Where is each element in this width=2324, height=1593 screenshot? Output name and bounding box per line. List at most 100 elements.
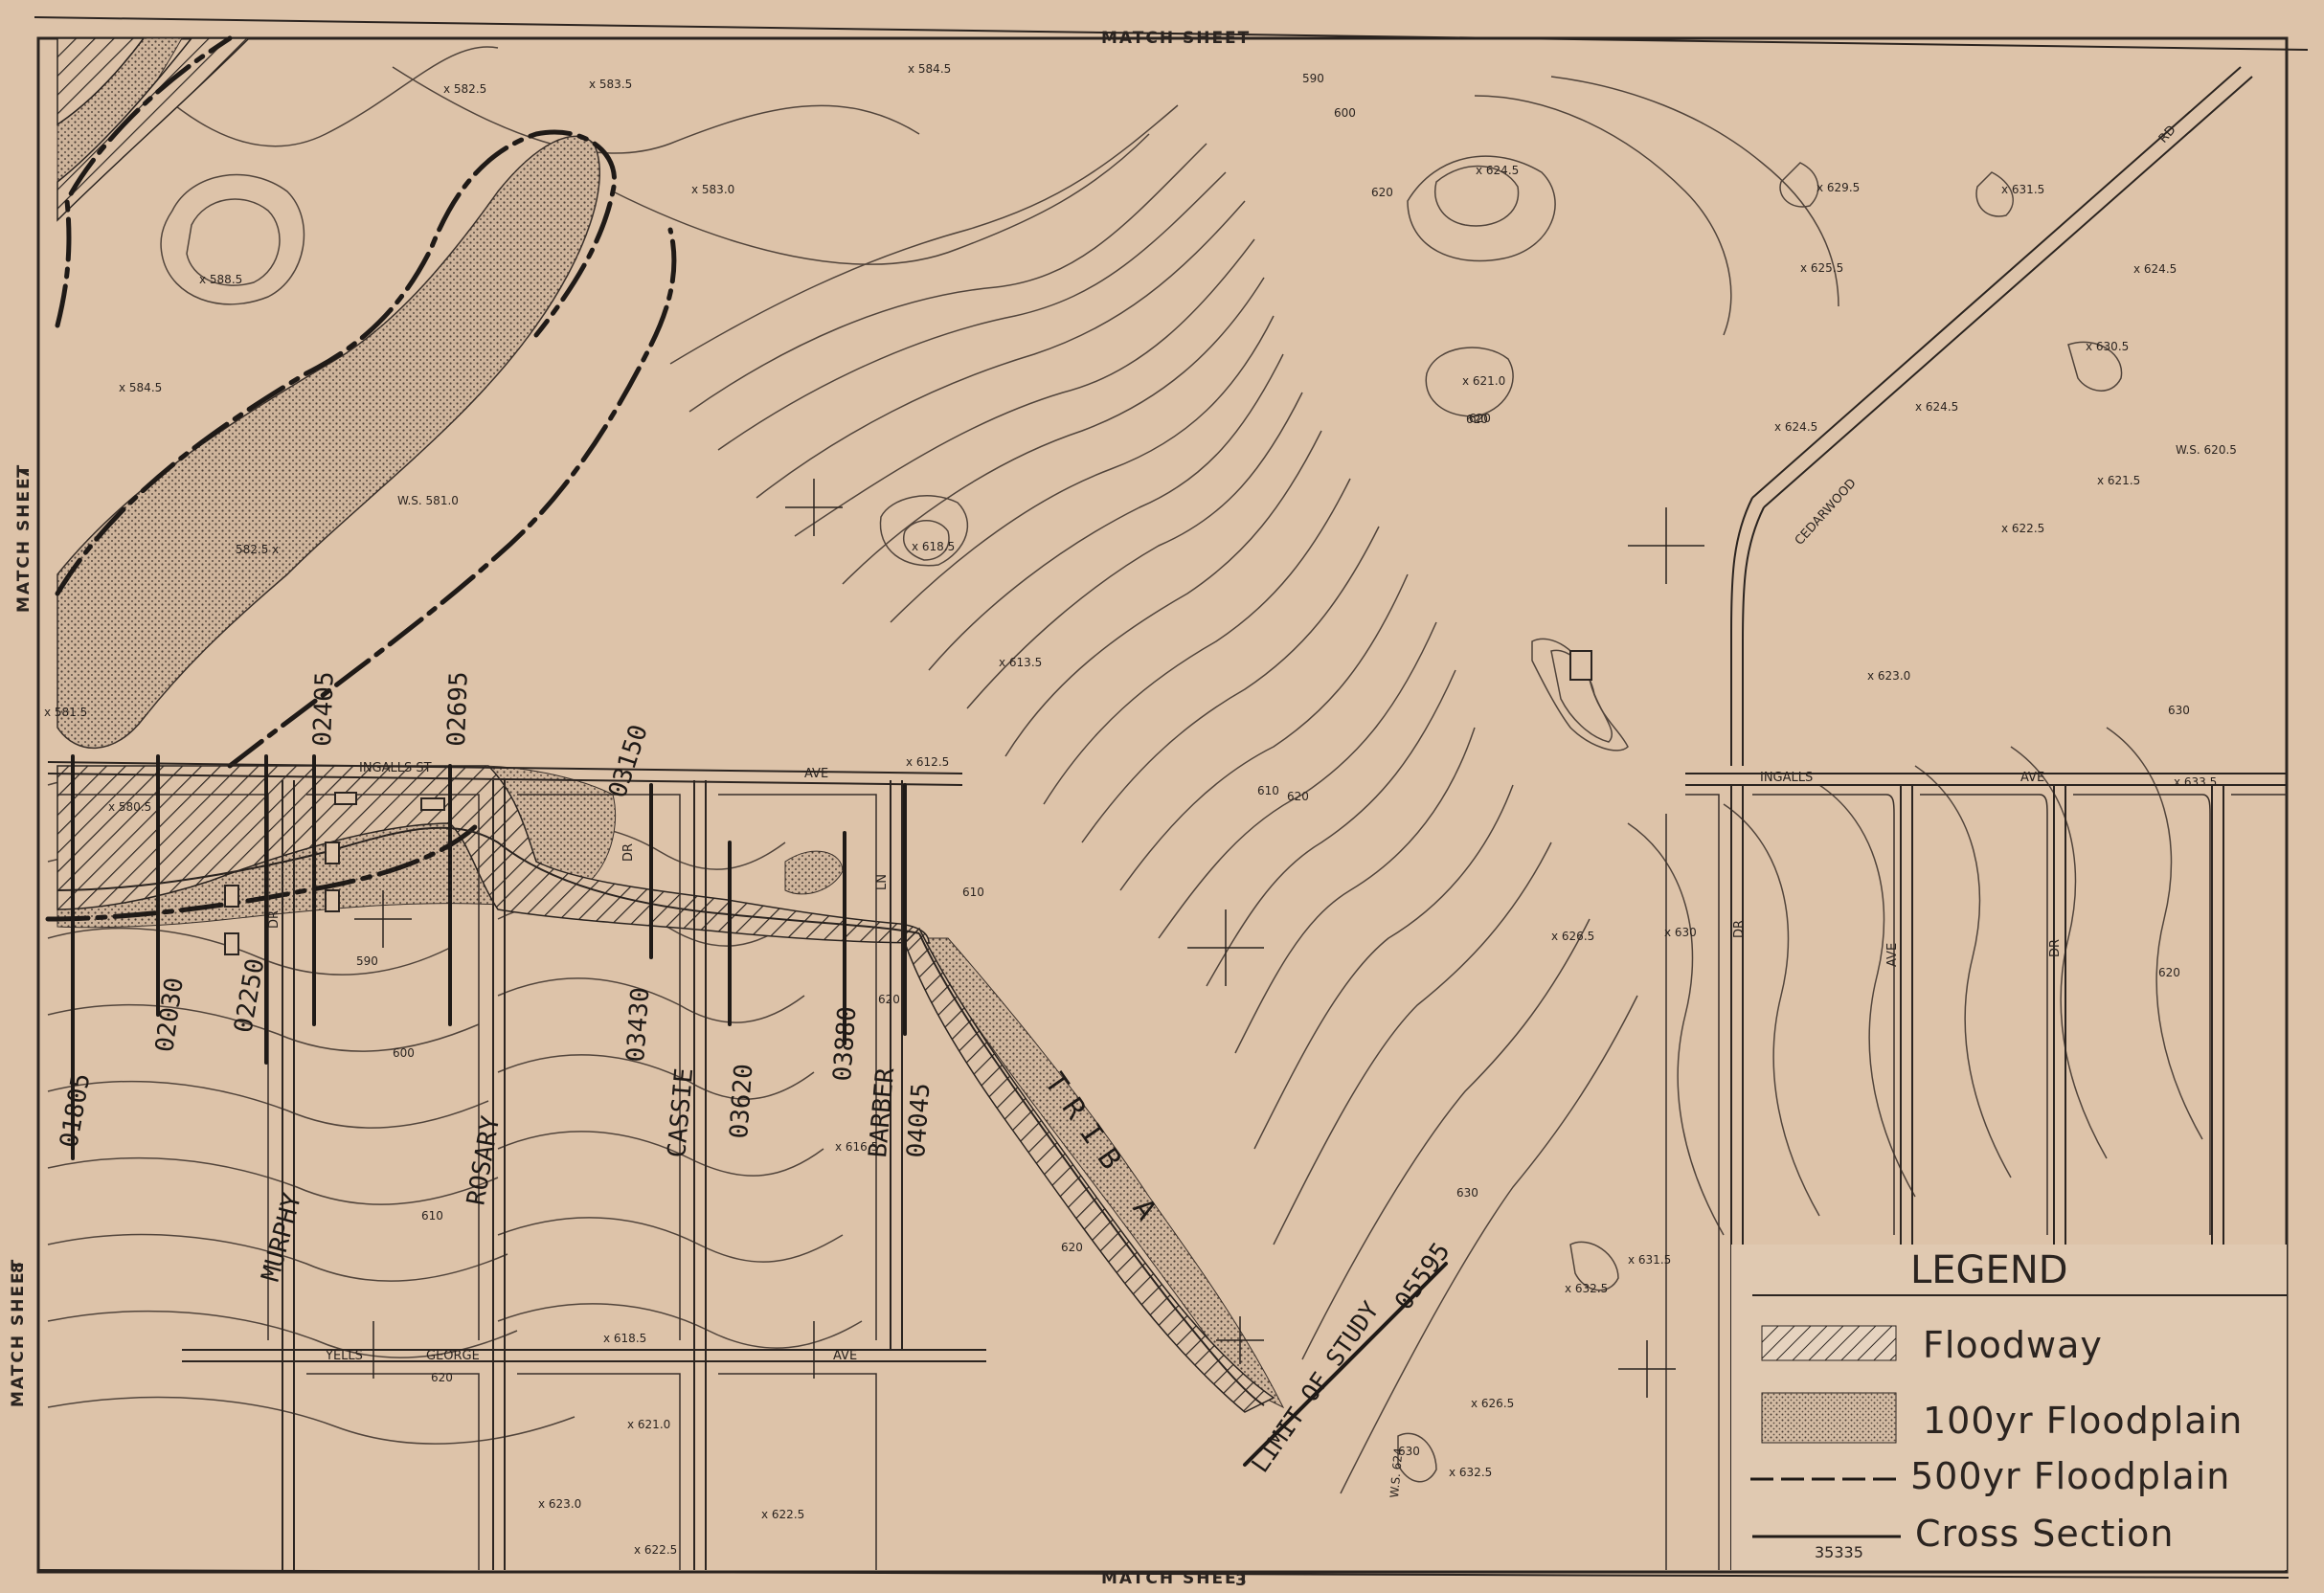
spot-elevation: x 630 (1664, 926, 1697, 939)
street-dr-east: DR (1732, 920, 1747, 938)
contour-label: 590 (356, 954, 378, 968)
contour-label: 630 (1456, 1186, 1478, 1200)
match-sheet-left-lower-number: 8 (9, 1260, 28, 1273)
spot-elevation: x 633.5 (2174, 775, 2217, 789)
contour-label: 600 (393, 1046, 415, 1060)
road-network (47, 66, 2287, 1570)
spot-elevation: x 581.5 (44, 706, 87, 719)
spot-elevation: x 580.5 (108, 800, 151, 814)
contour-label: 620 (1469, 412, 1491, 425)
legend-floodway-label: Floodway (1923, 1324, 2103, 1366)
street-ave-3: AVE (833, 1349, 857, 1363)
stream-lines (56, 826, 1265, 1406)
spot-elevation: x 621.0 (627, 1418, 670, 1431)
spot-elevation: x 582.5 (443, 82, 486, 96)
legend: LEGEND Floodway 100yr Floodplain 500yr F… (1731, 1245, 2287, 1570)
legend-title: LEGEND (1910, 1248, 2068, 1292)
spot-elevation: x 624.5 (2133, 262, 2177, 276)
contour-label: 600 (1334, 106, 1356, 120)
spot-elevation: x 584.5 (908, 62, 951, 76)
floodplain-500yr (45, 35, 677, 922)
spot-elevation: 582.5 x (236, 543, 279, 556)
spot-elevation: x 624.5 (1774, 420, 1817, 434)
street-ingalls-st: INGALLS ST (359, 761, 432, 775)
spot-elevation: x 632.5 (1565, 1282, 1608, 1295)
contour-lines (47, 37, 2203, 1494)
spot-elevation: x 613.5 (999, 656, 1042, 669)
street-dr-1: DR (267, 910, 282, 929)
cross-section-label: 04045 (902, 1082, 936, 1158)
legend-500yr-label: 500yr Floodplain (1910, 1455, 2230, 1497)
water-surface-label: W.S. 581.0 (397, 494, 459, 507)
legend-100yr-label: 100yr Floodplain (1923, 1400, 2243, 1442)
cross-section-label: 02405 (308, 671, 340, 747)
spot-elevation: x 583.5 (589, 78, 632, 91)
spot-elevation: x 612.5 (906, 755, 949, 769)
street-ave-east: AVE (1885, 943, 1900, 967)
spot-elevation: x 632.5 (1449, 1466, 1492, 1479)
grid-ticks (345, 479, 1704, 1398)
water-surface-label: W.S. 624 (1388, 1447, 1406, 1498)
spot-elevation: x 621.0 (1462, 374, 1505, 388)
spot-elevation: x 618.5 (603, 1332, 646, 1345)
legend-cross-section-sample: 35335 (1815, 1543, 1863, 1561)
spot-elevation: x 626.5 (1471, 1397, 1514, 1410)
spot-elevation: x 629.5 (1816, 181, 1860, 194)
cross-section-label: 03430 (621, 986, 655, 1063)
contour-label: 620 (1287, 790, 1309, 803)
match-sheet-left-upper-number: 7 (14, 465, 34, 479)
street-ln: LN (875, 874, 890, 890)
contour-label: 620 (1371, 186, 1393, 199)
contour-label: 620 (878, 993, 900, 1006)
spot-elevation: x 588.5 (199, 273, 242, 286)
spot-elevation: x 618.5 (912, 540, 955, 553)
contour-label: 620 (431, 1371, 453, 1384)
contour-label: 620 (2158, 966, 2180, 979)
street-george: GEORGE (426, 1349, 480, 1363)
water-surface-labels: W.S. 581.0 W.S. 624 W.S. 620.5 (397, 443, 2237, 1498)
spot-elevation: x 622.5 (634, 1543, 677, 1557)
cross-section-label: 03620 (725, 1063, 758, 1139)
spot-elevation: x 624.5 (1476, 164, 1519, 177)
cross-section-lines (71, 754, 1448, 1467)
spot-elevation: x 631.5 (1628, 1253, 1671, 1267)
contour-label: 610 (1257, 784, 1279, 797)
contour-label: 620 (1466, 413, 1488, 426)
spot-elevation: x 584.5 (119, 381, 162, 394)
street-dr-2: DR (621, 843, 636, 862)
spot-elevation: x 583.0 (691, 183, 734, 196)
spot-elevation: x 631.5 (2001, 183, 2044, 196)
buildings (224, 650, 1592, 955)
legend-floodway-swatch (1761, 1325, 1897, 1361)
spot-elevation: x 630.5 (2086, 340, 2129, 353)
water-surface-label: W.S. 620.5 (2176, 443, 2237, 457)
match-sheet-top: MATCH SHEET (1101, 29, 1251, 48)
contour-label: 630 (1398, 1445, 1420, 1458)
spot-elevation: x 624.5 (1915, 400, 1958, 414)
legend-100yr-swatch (1761, 1392, 1897, 1444)
spot-elevation: x 623.0 (1867, 669, 1910, 683)
contour-labels: 590 600 620 620 610 600 610 590 620 610 … (356, 72, 2190, 1458)
spot-elevation: x 622.5 (2001, 522, 2044, 535)
contour-label: 620 (1061, 1241, 1083, 1254)
spot-elevation: x 625.5 (1800, 261, 1843, 275)
street-ave-1: AVE (804, 767, 828, 781)
street-ingalls-east: INGALLS (1760, 771, 1813, 785)
contour-label: 610 (962, 886, 984, 899)
cross-section-label: 02695 (442, 671, 474, 747)
match-sheet-left-upper: MATCH SHEET (14, 463, 34, 613)
legend-cross-section-label: Cross Section (1915, 1513, 2174, 1555)
street-yells: YELLS (325, 1349, 363, 1363)
match-sheet-left-lower: MATCH SHEET (9, 1258, 28, 1407)
spot-elevation: x 621.5 (2097, 474, 2140, 487)
contour-label: 590 (1302, 72, 1324, 85)
match-sheet-bottom: MATCH SHEET (1101, 1569, 1251, 1588)
spot-elevation: x 616.5 (835, 1140, 878, 1154)
spot-elevations: x 582.5 x 583.5 x 584.5 x 583.0 x 588.5 … (44, 62, 2217, 1557)
spot-elevation: x 623.0 (538, 1497, 581, 1511)
spot-elevation: x 626.5 (1551, 930, 1594, 943)
contour-label: 630 (2168, 704, 2190, 717)
cross-section-label: 03880 (828, 1005, 862, 1082)
